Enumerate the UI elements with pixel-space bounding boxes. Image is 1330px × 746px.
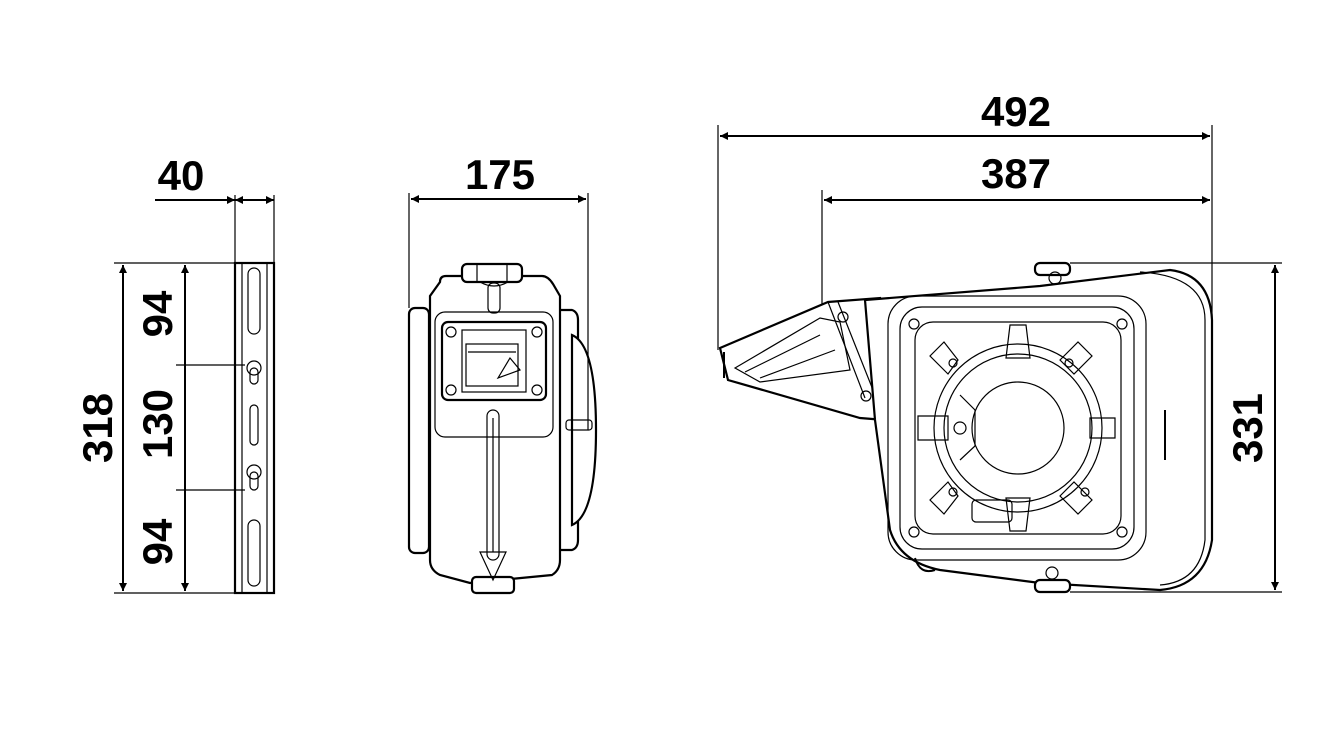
- label-overall-length: 492: [981, 88, 1051, 135]
- dim-side-height: 331: [1070, 262, 1282, 593]
- dim-body-length: 387: [821, 150, 1210, 305]
- label-body-length: 387: [981, 150, 1051, 197]
- side-view: [718, 261, 1214, 594]
- dim-overall-length: 492: [717, 88, 1213, 350]
- dim-height-total: 318: [74, 262, 235, 594]
- dim-bracket-width: 40: [155, 152, 275, 263]
- label-lower-spacing: 94: [134, 518, 181, 565]
- label-side-height: 331: [1224, 393, 1271, 463]
- label-upper-spacing: 94: [134, 290, 181, 337]
- label-front-width: 175: [465, 151, 535, 198]
- label-height-total: 318: [74, 393, 121, 463]
- bracket-view: [233, 261, 276, 595]
- label-bracket-width: 40: [158, 152, 205, 199]
- dim-front-width: 175: [408, 151, 589, 430]
- front-view: [407, 262, 598, 595]
- label-middle-spacing: 130: [134, 389, 181, 459]
- dim-hole-spacing: 94 130 94: [134, 265, 245, 591]
